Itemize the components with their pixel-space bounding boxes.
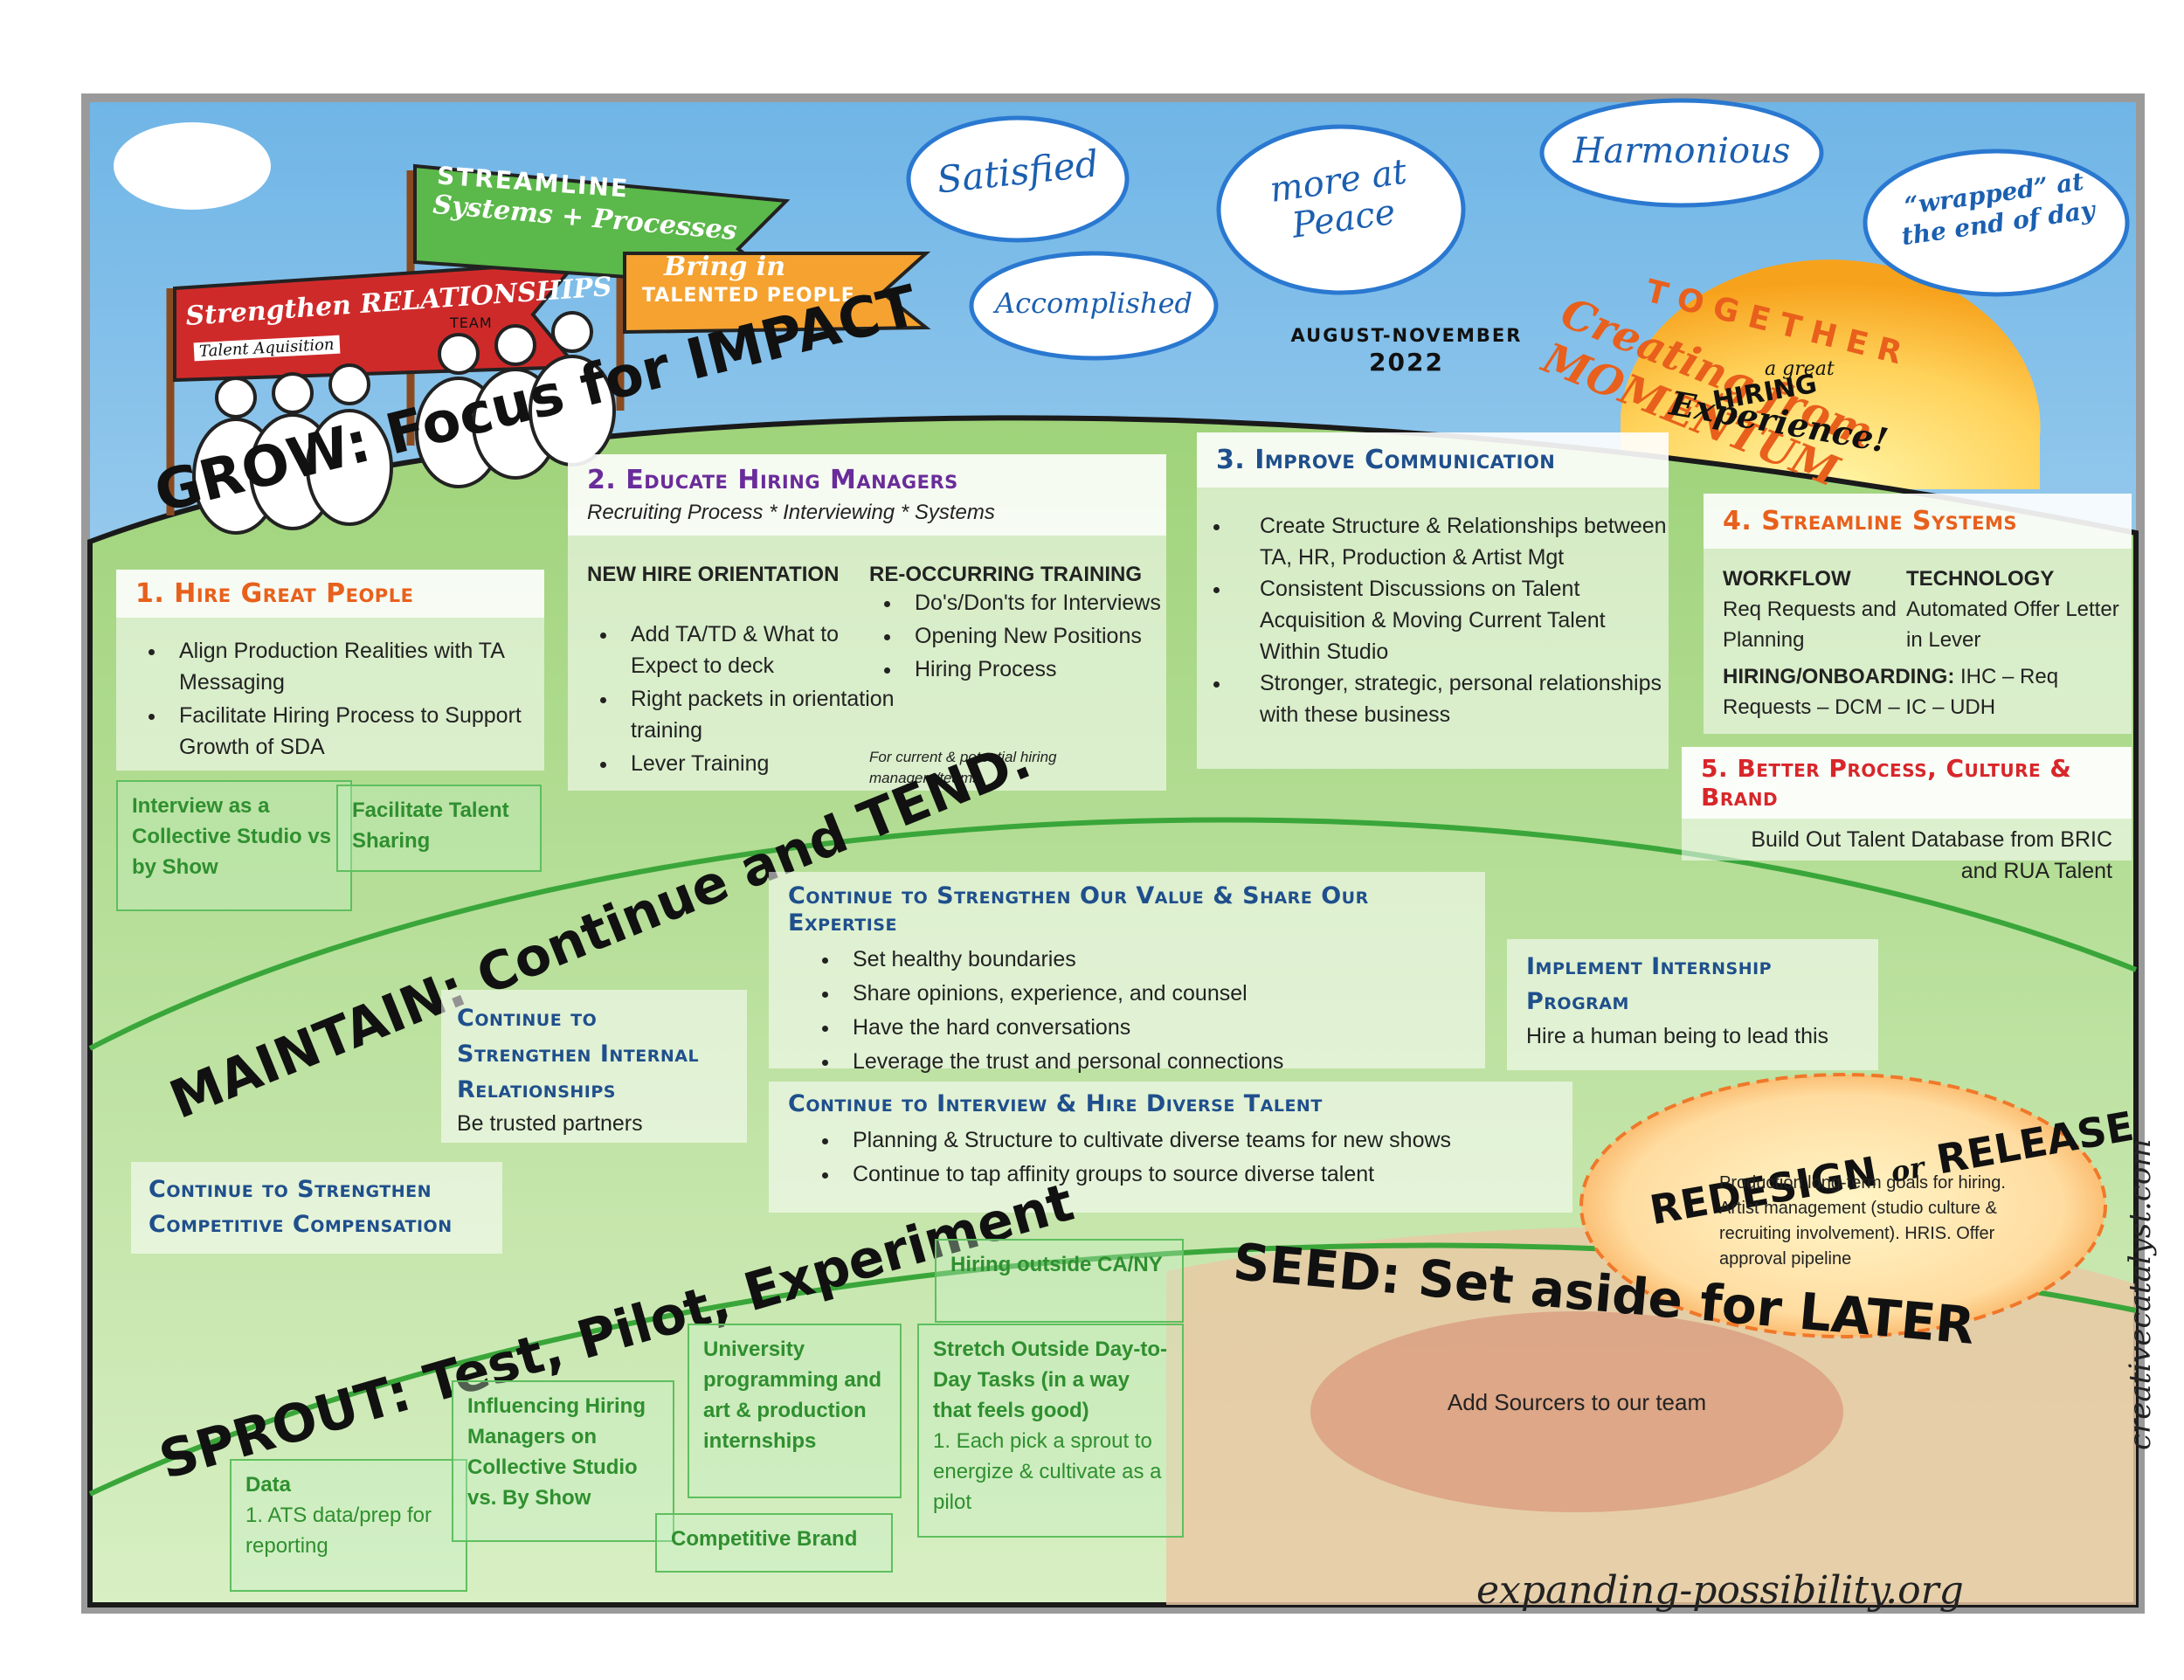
section-better-process: 5. Better Process, Culture & Brand Build… xyxy=(1682,747,2132,883)
onboarding-label: HIRING/ONBOARDING: xyxy=(1723,665,1955,688)
value-list: Set healthy boundaries Share opinions, e… xyxy=(788,944,1466,1078)
list-item: Share opinions, experience, and counsel xyxy=(840,978,1466,1010)
onboarding-text: IHC – Req Requests – DCM – IC – UDH xyxy=(1723,665,2059,719)
section-internal-relationships: Continue to Strengthen Internal Relation… xyxy=(441,990,747,1143)
list-item: Stronger, strategic, personal relationsh… xyxy=(1232,667,1669,730)
orientation-list: Add TA/TD & What to Expect to deck Right… xyxy=(568,619,907,781)
section-strengthen-value: Continue to Strengthen Our Value & Share… xyxy=(769,872,1485,1074)
list-item: Do's/Don'ts for Interviews xyxy=(902,587,1191,619)
cloud-satisfied xyxy=(906,115,1130,243)
redesign-burst xyxy=(1579,1073,2107,1338)
list-item: Lever Training xyxy=(619,748,907,779)
section-educate-managers: 2. Educate Hiring Managers Recruiting Pr… xyxy=(568,454,1166,791)
note-influencing: Influencing Hiring Managers on Collectiv… xyxy=(452,1380,674,1542)
sun xyxy=(1621,259,2041,489)
diverse-title: Continue to Interview & Hire Diverse Tal… xyxy=(788,1090,1323,1117)
cloud-wrapped xyxy=(1863,149,2130,297)
tag-team: TEAM xyxy=(450,315,493,331)
note-stretch: Stretch Outside Day-to-Day Tasks (in a w… xyxy=(917,1324,1184,1538)
section-5-text: Build Out Talent Database from BRIC and … xyxy=(1751,827,2112,883)
list-item: Right packets in orientation training xyxy=(619,683,907,746)
sun-a-great: a great xyxy=(1765,358,1835,380)
technology-text: Automated Offer Letter in Lever xyxy=(1906,598,2119,652)
section-improve-communication: 3. Improve Communication Create Structur… xyxy=(1197,432,1669,769)
training-note: For current & potential hiring managers/… xyxy=(869,749,1057,786)
cloud-harmonious xyxy=(1539,98,1824,208)
list-item: Leverage the trust and personal connecti… xyxy=(840,1046,1466,1078)
note-competitive-brand: Competitive Brand xyxy=(655,1513,893,1573)
section-compensation: Continue to Strengthen Competitive Compe… xyxy=(131,1162,502,1254)
redesign-text: Production long-term goals for hiring. A… xyxy=(1719,1173,2006,1269)
diverse-list: Planning & Structure to cultivate divers… xyxy=(788,1124,1553,1191)
data-title: Data xyxy=(245,1473,292,1497)
list-item: Add TA/TD & What to Expect to deck xyxy=(619,619,907,681)
section-diverse-talent: Continue to Interview & Hire Diverse Tal… xyxy=(769,1082,1572,1213)
list-item: Consistent Discussions on Talent Acquisi… xyxy=(1232,573,1669,667)
section-3-title: 3. Improve Communication xyxy=(1197,432,1669,487)
section-1-list: Align Production Realities with TA Messa… xyxy=(116,635,544,763)
list-item: Set healthy boundaries xyxy=(840,944,1466,976)
training-list: Do's/Don'ts for Interviews Opening New P… xyxy=(852,587,1191,687)
list-item: Facilitate Hiring Process to Support Gro… xyxy=(167,700,544,763)
section-1-title: 1. Hire Great People xyxy=(116,570,544,618)
list-item: Have the hard conversations xyxy=(840,1012,1466,1044)
cloud-peace xyxy=(1216,124,1466,295)
stretch-text: 1. Each pick a sprout to energize & cult… xyxy=(933,1429,1162,1514)
internship-text: Hire a human being to lead this xyxy=(1526,1024,1829,1048)
workflow-text: Req Requests and Planning xyxy=(1723,598,1897,652)
flag-orange xyxy=(623,252,931,335)
workflow-block: WORKFLOW Req Requests and Planning xyxy=(1723,563,1897,655)
cloud-blank xyxy=(114,122,271,210)
section-streamline-systems: 4. Streamline Systems WORKFLOW Req Reque… xyxy=(1704,494,2132,734)
date-year: 2022 xyxy=(1369,348,1444,377)
list-item: Hiring Process xyxy=(902,653,1191,685)
section-2-col2-title: RE-OCCURRING TRAINING xyxy=(869,563,1142,586)
section-4-title: 4. Streamline Systems xyxy=(1704,494,2132,549)
flag-orange-line2: TALENTED PEOPLE xyxy=(642,285,855,307)
footer-side: creativecatalyst.com xyxy=(2123,1138,2158,1450)
list-item: Opening New Positions xyxy=(902,620,1191,652)
section-5-title: 5. Better Process, Culture & Brand xyxy=(1682,747,2132,819)
technology-block: TECHNOLOGY Automated Offer Letter in Lev… xyxy=(1906,563,2125,655)
list-item: Align Production Realities with TA Messa… xyxy=(167,635,544,698)
internship-title: Implement Internship Program xyxy=(1526,953,1773,1015)
date-range: AUGUST-NOVEMBER xyxy=(1290,325,1523,346)
cloud-harmonious-label: Harmonious xyxy=(1572,131,1791,171)
data-text: 1. ATS data/prep for reporting xyxy=(245,1504,432,1558)
note-university: University programming and art & product… xyxy=(688,1324,902,1498)
compensation-title: Continue to Strengthen Competitive Compe… xyxy=(149,1176,453,1238)
note-talent-sharing: Facilitate Talent Sharing xyxy=(336,785,542,872)
note-hiring-outside: Hiring outside CA/NY xyxy=(935,1239,1184,1323)
flag-orange-line1: Bring in xyxy=(664,252,785,282)
footer-site: expanding-possibility.org xyxy=(1476,1568,1964,1613)
cloud-accomplished-label: Accomplished xyxy=(995,287,1192,320)
internal-title: Continue to Strengthen Internal Relation… xyxy=(457,1005,700,1103)
internal-text: Be trusted partners xyxy=(457,1111,643,1136)
note-interview-collective: Interview as a Collective Studio vs by S… xyxy=(116,780,352,911)
seed-bed xyxy=(1310,1311,1843,1512)
section-2-subtitle: Recruiting Process * Interviewing * Syst… xyxy=(587,501,995,524)
list-item: Create Structure & Relationships between… xyxy=(1232,510,1669,573)
onboarding-block: HIRING/ONBOARDING: IHC – Req Requests – … xyxy=(1723,661,2125,722)
section-hire-great-people: 1. Hire Great People Align Production Re… xyxy=(116,570,544,771)
section-internship: Implement Internship Program Hire a huma… xyxy=(1507,939,1878,1070)
technology-title: TECHNOLOGY xyxy=(1906,567,2055,591)
cloud-accomplished xyxy=(969,251,1219,361)
note-data: Data 1. ATS data/prep for reporting xyxy=(230,1459,467,1592)
section-2-title: 2. Educate Hiring Managers xyxy=(587,465,958,495)
section-3-list: Create Structure & Relationships between… xyxy=(1197,510,1669,730)
list-item: Continue to tap affinity groups to sourc… xyxy=(840,1158,1553,1191)
seed-text: Add Sourcers to our team xyxy=(1447,1389,1707,1415)
stretch-title: Stretch Outside Day-to-Day Tasks (in a w… xyxy=(933,1338,1168,1422)
workflow-title: WORKFLOW xyxy=(1723,567,1851,591)
section-2-col1-title: NEW HIRE ORIENTATION xyxy=(587,563,840,586)
value-title: Continue to Strengthen Our Value & Share… xyxy=(788,882,1369,937)
list-item: Planning & Structure to cultivate divers… xyxy=(840,1124,1553,1157)
